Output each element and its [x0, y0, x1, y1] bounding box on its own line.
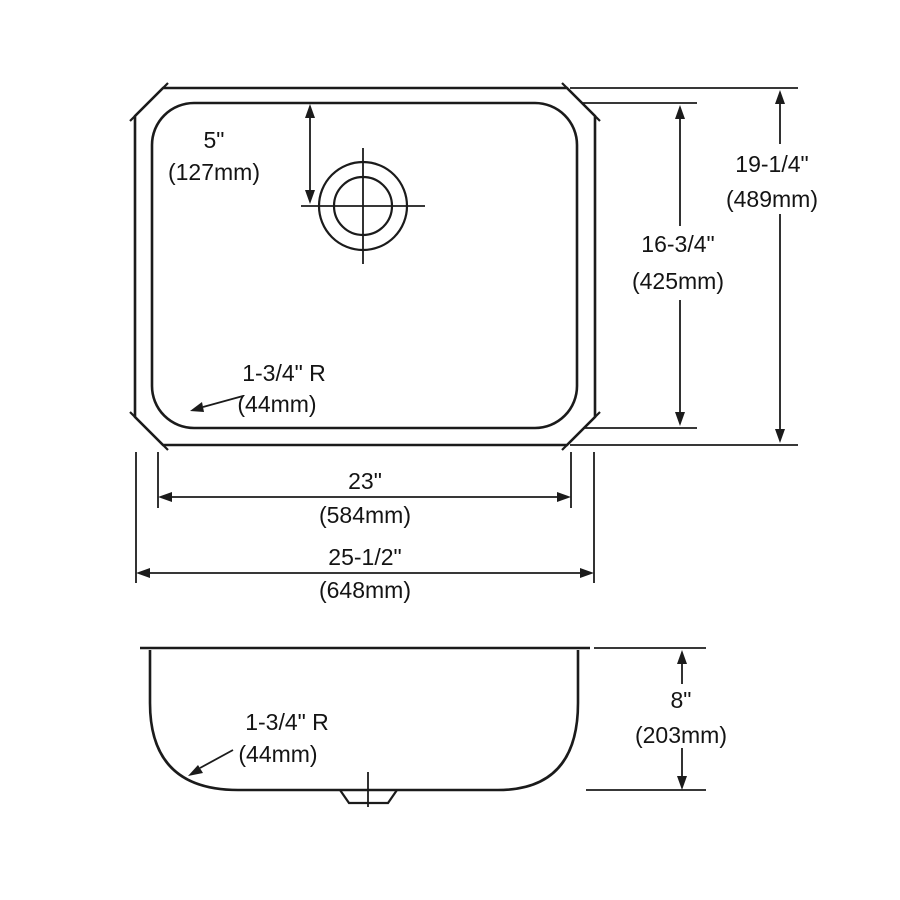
- front-view: 1-3/4" R (44mm) 8" (203mm): [140, 646, 727, 807]
- bowl-depth-label-inches: 8": [671, 687, 692, 713]
- front-radius-label-inches: 1-3/4" R: [245, 709, 329, 735]
- corner-radius-arrowhead: [190, 402, 204, 412]
- inner-width-arrow-right: [557, 492, 571, 502]
- corner-radius-label-mm: (44mm): [237, 391, 316, 417]
- outer-depth-arrow-up: [775, 90, 785, 104]
- outer-width-label-inches: 25-1/2": [328, 544, 401, 570]
- inner-width-label-inches: 23": [348, 468, 382, 494]
- bowl-depth-arrow-up: [677, 650, 687, 664]
- drain-offset-label-mm: (127mm): [168, 159, 260, 185]
- front-radius-label-mm: (44mm): [238, 741, 317, 767]
- outer-depth-label-inches: 19-1/4": [735, 151, 808, 177]
- inner-depth-arrow-up: [675, 105, 685, 119]
- top-view: 5" (127mm) 1-3/4" R (44mm) 16-3/4" (425m…: [129, 82, 818, 603]
- corner-radius-label-inches: 1-3/4" R: [242, 360, 326, 386]
- front-radius-leader-line: [199, 749, 234, 769]
- corner-radius-leader-line: [202, 395, 244, 408]
- bowl-depth-arrow-down: [677, 776, 687, 790]
- front-radius-arrowhead: [188, 765, 203, 776]
- outer-width-arrow-left: [136, 568, 150, 578]
- corner-chamfer-bottom-right: [561, 411, 601, 451]
- drain-offset-arrow-up: [305, 104, 315, 118]
- drain-offset-arrow-down: [305, 190, 315, 204]
- drain-offset-label-inches: 5": [204, 127, 225, 153]
- corner-chamfer-top-right: [561, 82, 601, 122]
- inner-depth-label-mm: (425mm): [632, 268, 724, 294]
- bowl-depth-label-mm: (203mm): [635, 722, 727, 748]
- inner-width-label-mm: (584mm): [319, 502, 411, 528]
- outer-depth-label-mm: (489mm): [726, 186, 818, 212]
- sink-bowl-outline: [150, 101, 579, 430]
- corner-chamfer-top-left: [129, 82, 169, 122]
- front-bowl-outline: [148, 650, 580, 792]
- outer-depth-arrow-down: [775, 429, 785, 443]
- inner-width-arrow-left: [158, 492, 172, 502]
- corner-chamfer-bottom-left: [129, 411, 169, 451]
- outer-width-label-mm: (648mm): [319, 577, 411, 603]
- outer-width-arrow-right: [580, 568, 594, 578]
- inner-depth-label-inches: 16-3/4": [641, 231, 714, 257]
- inner-depth-arrow-down: [675, 412, 685, 426]
